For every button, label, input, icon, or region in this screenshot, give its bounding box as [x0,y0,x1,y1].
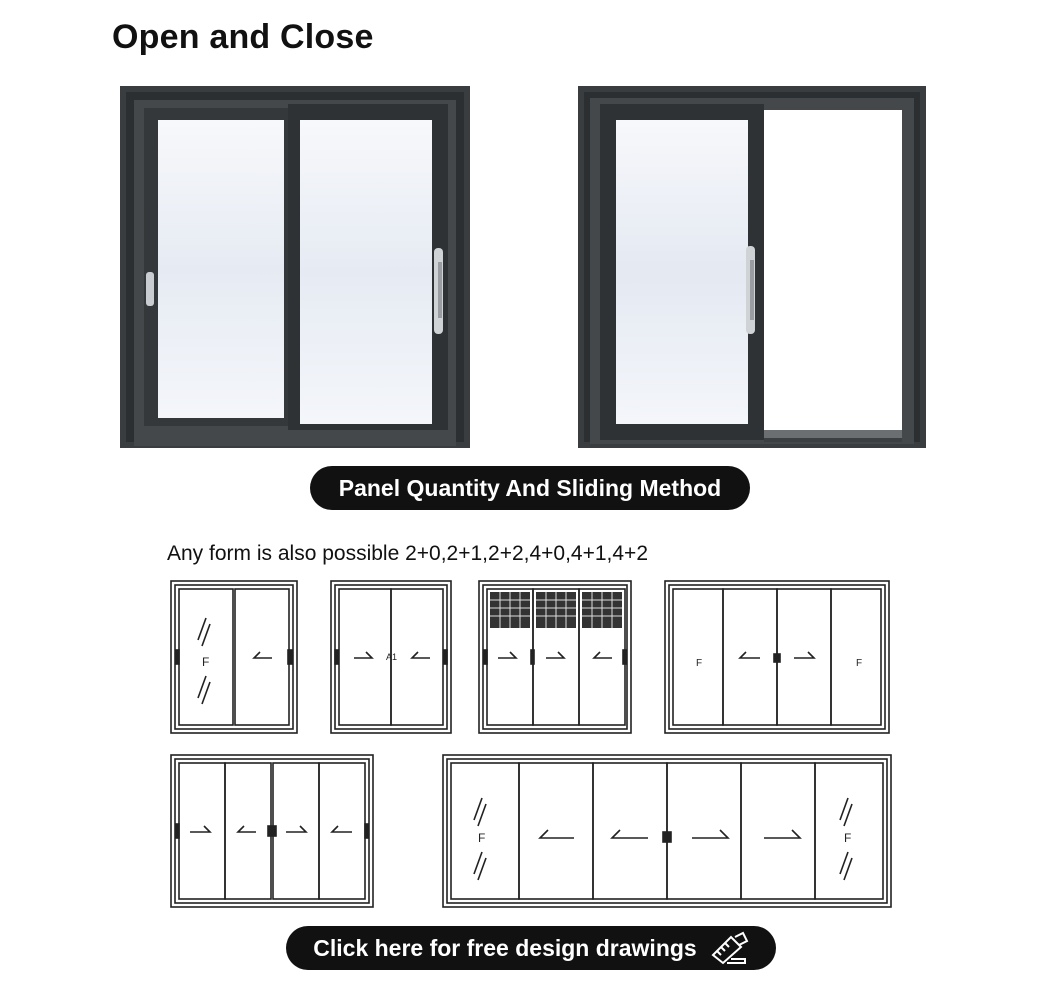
config-drawing-6-panel-fixed-ends: F F [442,754,892,908]
center-label: A1 [386,652,397,662]
config-drawing-4-panel-fixed-ends: F F [664,580,890,734]
cta-label: Click here for free design drawings [313,934,697,961]
config-drawing-3-panel-louvered [478,580,632,734]
fixed-label-right: F [856,658,862,669]
config-drawing-4-panel-sliding [170,754,374,908]
sliding-door-closed-photo [120,86,470,448]
fixed-label-right: F [844,831,851,845]
sliding-door-open-photo [578,86,926,448]
drawing-tools-icon [709,931,749,965]
free-design-drawings-button[interactable]: Click here for free design drawings [286,926,776,970]
fixed-label-left: F [696,658,702,669]
config-drawing-2-panel-sliding: A1 [330,580,452,734]
section-heading-pill: Panel Quantity And Sliding Method [310,466,750,510]
page-title: Open and Close [112,18,374,56]
config-drawing-2-panel-fixed: F [170,580,298,734]
fixed-label: F [202,655,209,669]
configurations-note: Any form is also possible 2+0,2+1,2+2,4+… [167,542,649,565]
fixed-label-left: F [478,831,485,845]
